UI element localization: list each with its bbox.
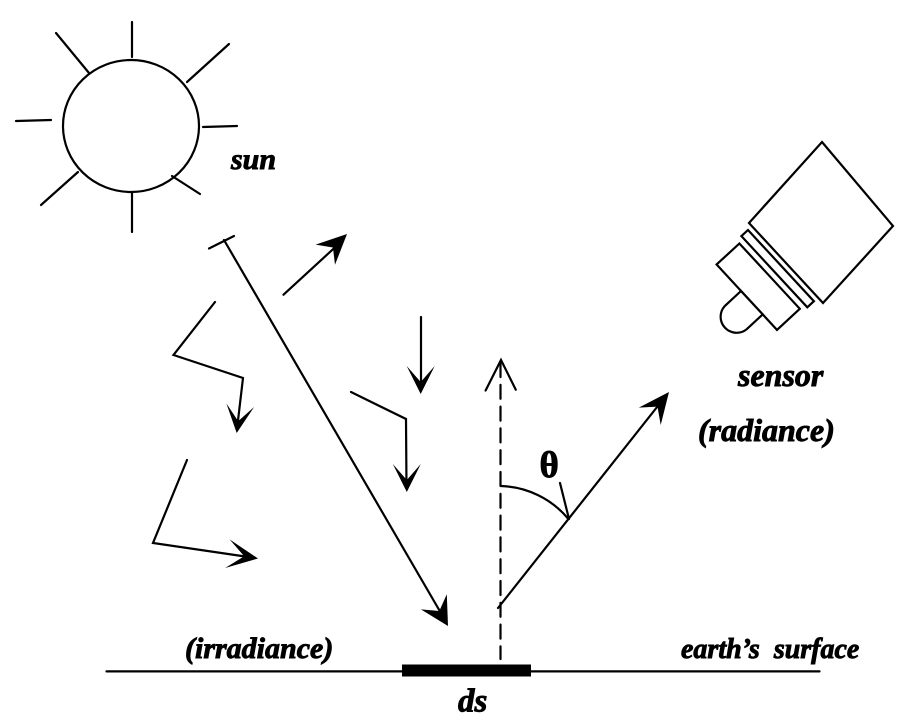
svg-text:(irradiance): (irradiance) bbox=[185, 632, 333, 665]
svg-text:earth’s surface: earth’s surface bbox=[681, 634, 859, 665]
svg-text:θ: θ bbox=[540, 445, 559, 486]
svg-text:(radiance): (radiance) bbox=[698, 412, 835, 448]
svg-text:ds: ds bbox=[458, 684, 487, 720]
svg-text:sun: sun bbox=[230, 143, 276, 176]
svg-text:sensor: sensor bbox=[737, 357, 824, 393]
